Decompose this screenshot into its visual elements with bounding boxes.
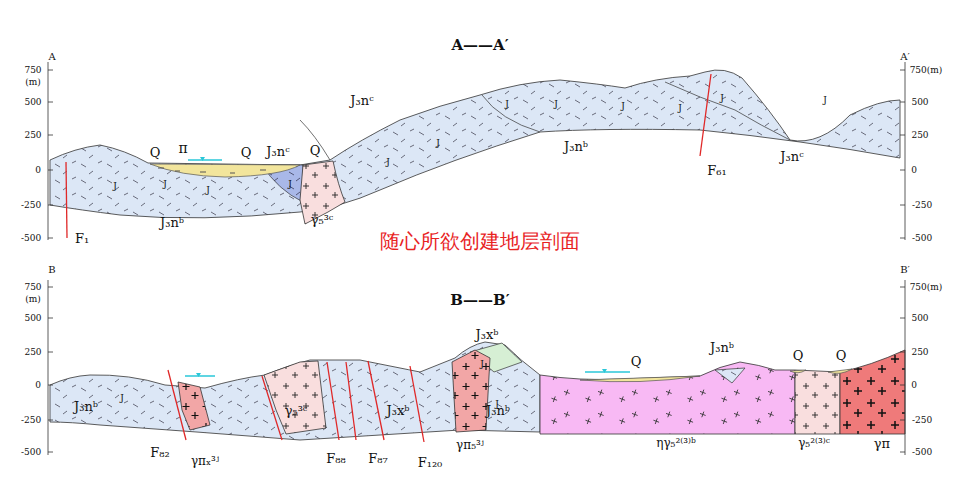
unit-label: γπₓ³ʲ — [191, 455, 219, 467]
fault-label: F₈₇ — [368, 452, 387, 465]
unit-label: π — [178, 141, 187, 155]
axis-value: 500 — [911, 314, 928, 323]
unit-label: J₃nᶜ — [780, 150, 803, 163]
lithology-symbol: J — [505, 100, 509, 109]
unit-label: J₃xᵇ — [387, 404, 410, 417]
lithology-symbol: J — [823, 96, 827, 105]
watermark: 随心所欲创建地层剖面 — [380, 231, 580, 251]
axis-value: -250 — [912, 416, 932, 425]
unit-label: Q — [836, 349, 847, 362]
axis-value: 500 — [911, 98, 928, 107]
lithology-symbol: J — [678, 104, 682, 113]
axis-value: -500 — [21, 234, 41, 243]
unit-label: ηγ₅²⁽³⁾ᵇ — [656, 437, 696, 449]
unit-label: J₃nᶜ — [350, 94, 373, 107]
lithology-symbol: J — [120, 394, 124, 403]
axis-value: -250 — [21, 416, 41, 425]
axis-value: 250 — [24, 131, 41, 140]
unit-label: J₃nᵇ — [710, 341, 734, 354]
lithology-symbol: J — [163, 180, 167, 189]
unit-label: γπ₅³ʲ — [456, 439, 484, 451]
axis-value: 0 — [911, 166, 917, 175]
lithology-symbol: J — [113, 182, 117, 191]
axis-value: 750 — [24, 283, 41, 292]
axis-value: 750(m) — [910, 66, 943, 75]
unit-label: Q — [631, 355, 642, 368]
section-end: A′ — [900, 52, 910, 62]
axis-value: 0 — [35, 166, 41, 175]
section-end: A — [48, 52, 55, 62]
fault-label: F₈₂ — [150, 446, 169, 459]
lithology-symbol: J — [621, 102, 625, 111]
section-end: B — [48, 265, 55, 275]
section-title: B——B′ — [450, 293, 509, 308]
unit-label: Q — [793, 349, 804, 362]
axis-unit: (m) — [25, 78, 41, 87]
unit-label: Q — [150, 146, 161, 159]
axis-value: -250 — [912, 201, 932, 210]
axis-value: 250 — [911, 348, 928, 357]
axis-value: 250 — [24, 348, 41, 357]
unit-label: Q — [310, 144, 321, 157]
axis-value: 500 — [24, 314, 41, 323]
fault-label: F₈₈ — [326, 452, 345, 465]
unit-label: γπ — [874, 437, 890, 450]
axis-value: 0 — [911, 381, 917, 390]
lithology-symbol: J — [480, 360, 484, 369]
unit-label: J₃xᵇ — [476, 328, 499, 341]
unit-label: J₃nᶜ — [266, 145, 289, 158]
axis-value: -500 — [21, 448, 41, 457]
lithology-symbol: J — [206, 186, 210, 195]
axis-value: 0 — [35, 381, 41, 390]
axis-value: 250 — [911, 131, 928, 140]
axis-value: -250 — [21, 201, 41, 210]
fault-label: F₆₁ — [707, 164, 726, 177]
unit-label: Q — [241, 146, 252, 159]
unit-label: J₃nᵇ — [74, 400, 98, 413]
axis-value: -500 — [912, 234, 932, 243]
unit-label: J₃nᵇ — [564, 140, 588, 153]
lithology-symbol: J — [386, 158, 390, 167]
lithology-symbol: J — [288, 180, 292, 189]
axis-value: 750 — [24, 66, 41, 75]
axis-value: -500 — [912, 448, 932, 457]
axis-value: 500 — [24, 98, 41, 107]
fault-label: F₁ — [75, 232, 89, 245]
axis-unit: (m) — [25, 295, 41, 304]
unit-label: γ₅³ᶜ — [311, 213, 334, 226]
lithology-symbol: J — [436, 139, 440, 148]
lithology-symbol: J — [495, 400, 499, 409]
fault-label: F₁₂₀ — [418, 456, 443, 469]
lithology-symbol: J — [720, 94, 724, 103]
unit-label: γ₅³ᶜ — [285, 404, 308, 417]
unit-label: γ₅²⁽³⁾ᶜ — [798, 437, 830, 449]
unit-label: J₃nᵇ — [160, 216, 184, 229]
section-end: B′ — [900, 265, 910, 275]
axis-value: 750(m) — [910, 283, 943, 292]
section-title: A——A′ — [451, 38, 508, 53]
lithology-symbol: J — [554, 100, 558, 109]
